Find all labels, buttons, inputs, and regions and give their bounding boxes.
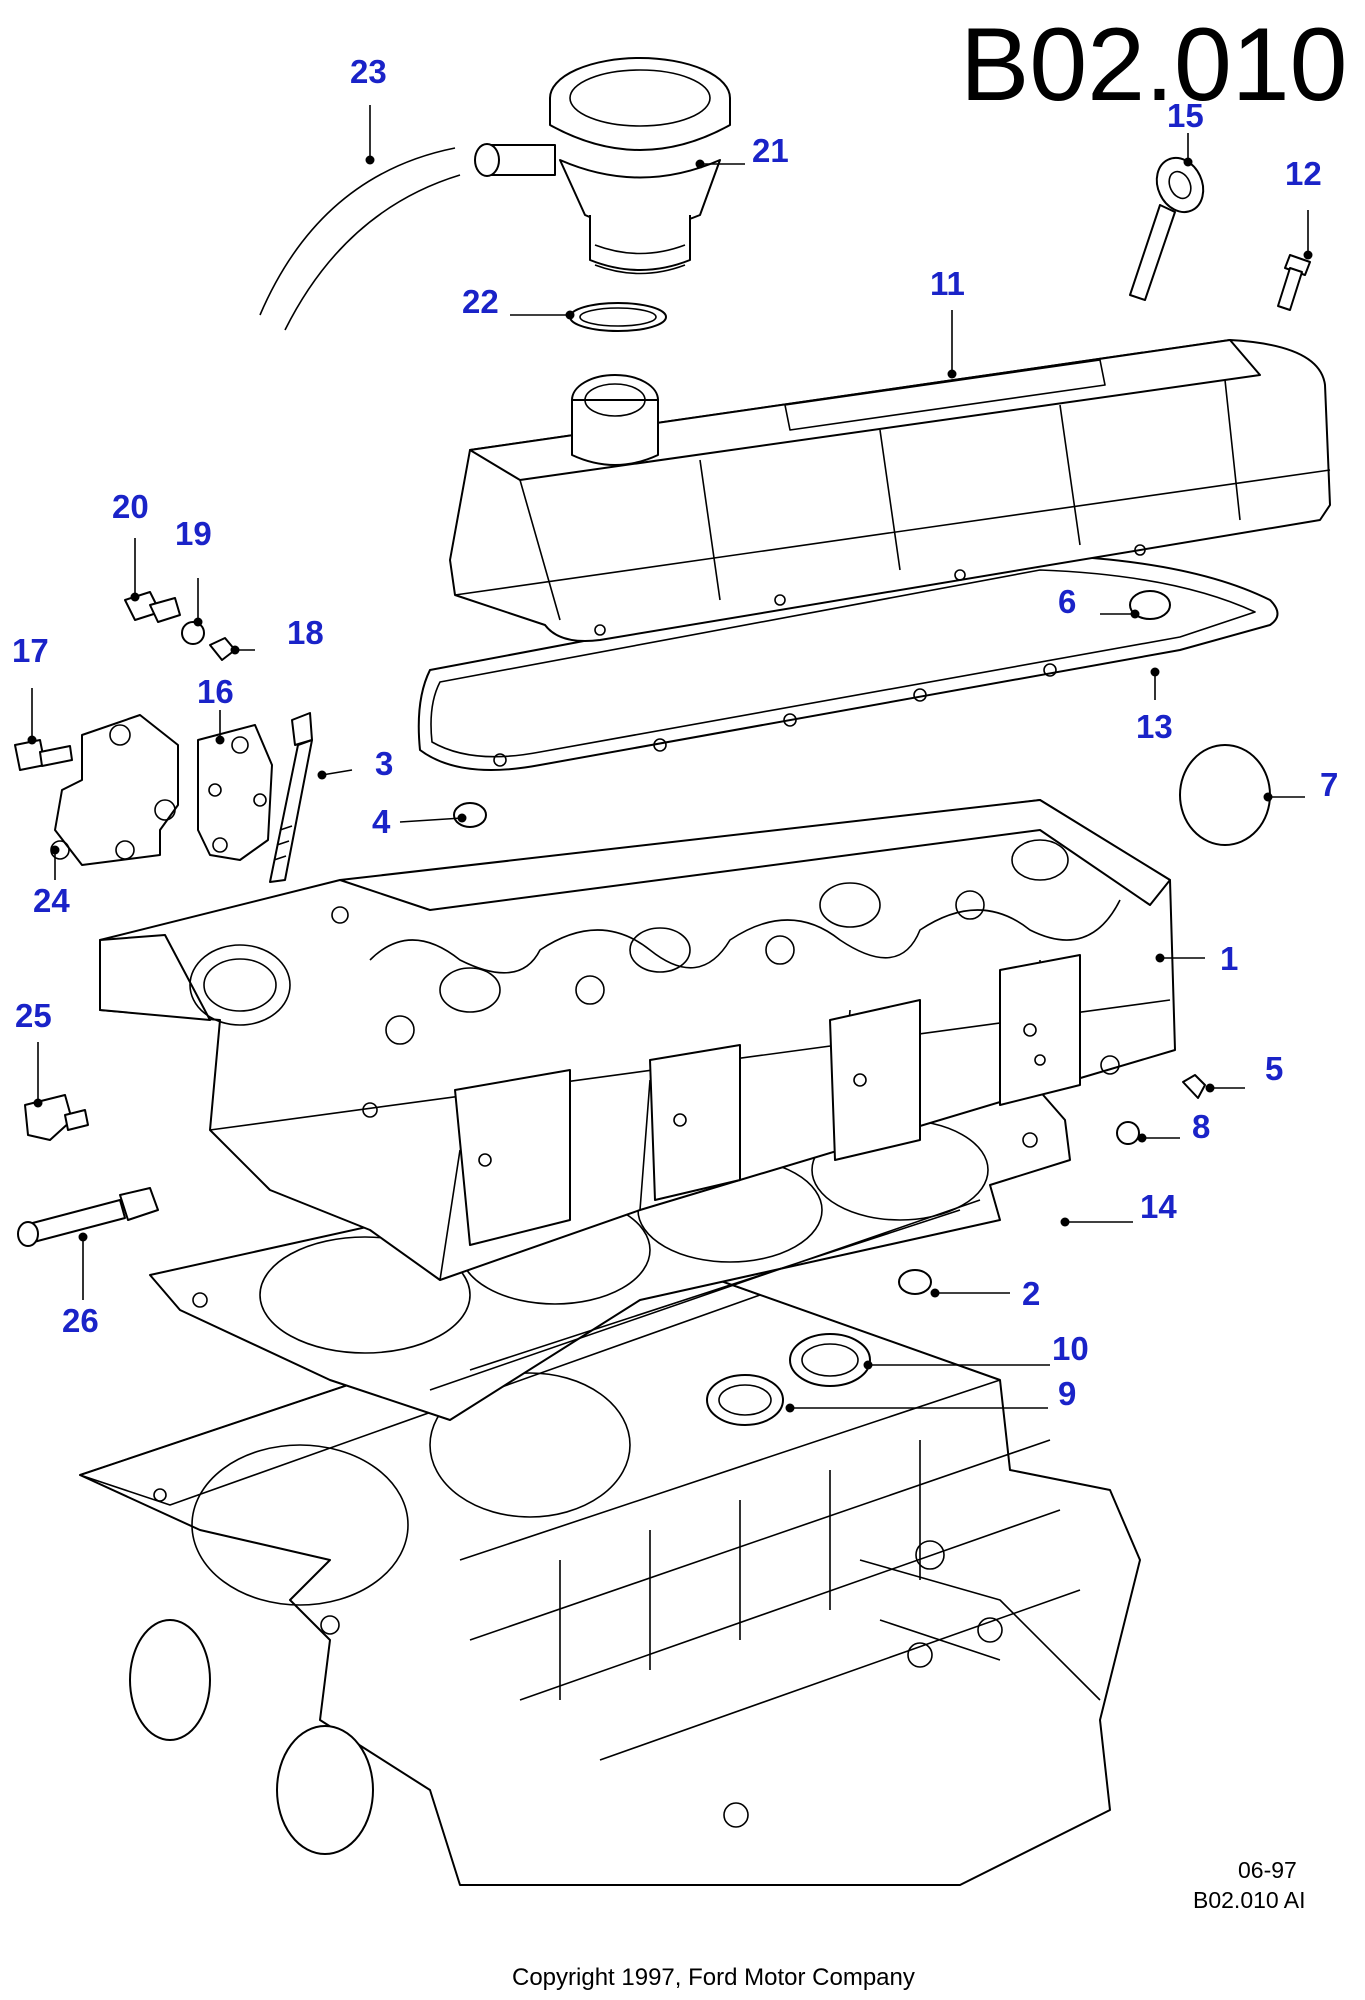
bracket-24-part [50,714,179,866]
callout-13: 13 [1136,708,1173,745]
bolt-3-part [269,712,313,883]
callout-6: 6 [1058,583,1076,620]
callout-16: 16 [197,673,234,710]
callout-9: 9 [1058,1375,1076,1412]
callout-23: 23 [350,53,387,90]
clip-5-shape [1182,1074,1206,1099]
callout-19: 19 [175,515,212,552]
callout-3: 3 [375,745,393,782]
washer-19-shape [181,621,205,645]
callout-2: 2 [1022,1275,1040,1312]
callout-10: 10 [1052,1330,1089,1367]
ball-8-shape [1116,1121,1140,1145]
diagram-code: B02.010 [960,7,1347,123]
seal-10-shape [789,1333,871,1387]
seal-ring-part [569,302,667,332]
callout-26: 26 [62,1302,99,1339]
screw-12-part [1277,254,1311,311]
callout-14: 14 [1140,1188,1177,1225]
callout-21: 21 [752,132,789,169]
callout-labels: 1 2 3 4 5 6 7 8 9 10 11 12 13 14 15 16 1… [12,53,1338,1412]
diagram-ref: B02.010 AI [1193,1887,1306,1913]
engine-block [79,1269,1141,1886]
eye-bolt-part [1129,156,1205,301]
copyright-notice: Copyright 1997, Ford Motor Company [512,1964,915,1991]
callout-20: 20 [112,488,149,525]
callout-8: 8 [1192,1108,1210,1145]
callout-4: 4 [372,803,391,840]
plug-7-shape [1179,744,1271,846]
dowel-2-shape [898,1269,932,1295]
callout-18: 18 [287,614,324,651]
callout-24: 24 [33,882,70,919]
plug-6-shape [1129,590,1171,620]
seal-9-shape [706,1374,784,1426]
callout-1: 1 [1220,940,1238,977]
callout-5: 5 [1265,1050,1283,1087]
callout-17: 17 [12,632,49,669]
rocker-gasket-part [417,554,1279,771]
gasket-16-part [197,724,273,861]
oil-filler-cap-part [549,57,731,275]
diagram-date: 06-97 [1238,1857,1297,1883]
callout-15: 15 [1167,97,1204,134]
callout-12: 12 [1285,155,1322,192]
callout-11: 11 [930,265,965,302]
rocker-cover-part [449,339,1331,642]
callout-25: 25 [15,997,52,1034]
callout-22: 22 [462,283,499,320]
callout-leaders [27,105,1313,1413]
callout-7: 7 [1320,766,1338,803]
cylinder-head-part [99,799,1176,1281]
breather-hose-part [259,143,556,331]
union-26-shape [24,1199,126,1244]
